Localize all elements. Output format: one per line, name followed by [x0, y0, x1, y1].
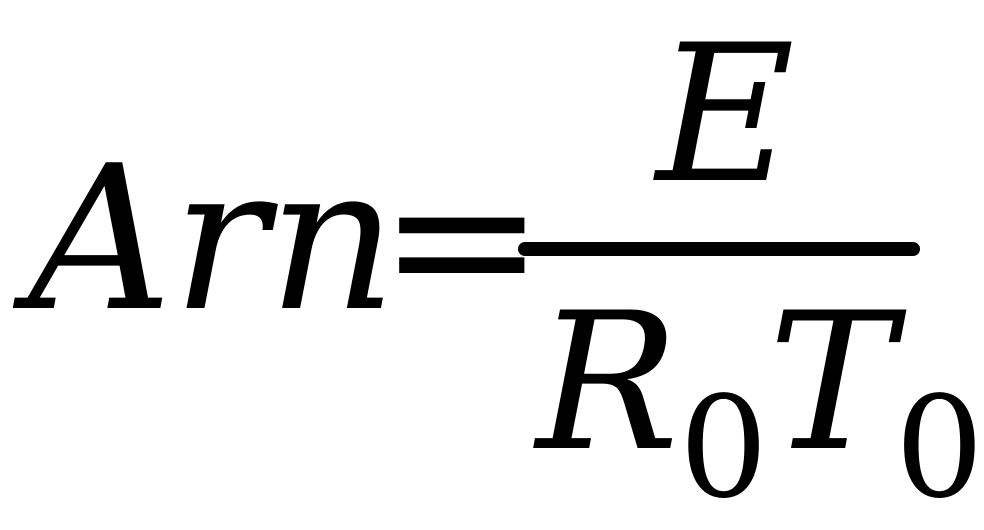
denominator-subscript-r: 0 — [679, 367, 769, 530]
formula-lhs: Arn — [28, 123, 397, 356]
equals-sign: = — [378, 123, 546, 356]
formula-canvas: Arn = E R0T0 — [28, 4, 984, 519]
fraction-bar — [518, 242, 920, 256]
denominator-symbol-r: R — [536, 272, 680, 493]
denominator-symbol-t: T — [768, 272, 895, 493]
fraction-numerator: E — [656, 4, 795, 225]
fraction-denominator: R0T0 — [536, 288, 984, 519]
denominator-subscript-t: 0 — [894, 367, 984, 530]
